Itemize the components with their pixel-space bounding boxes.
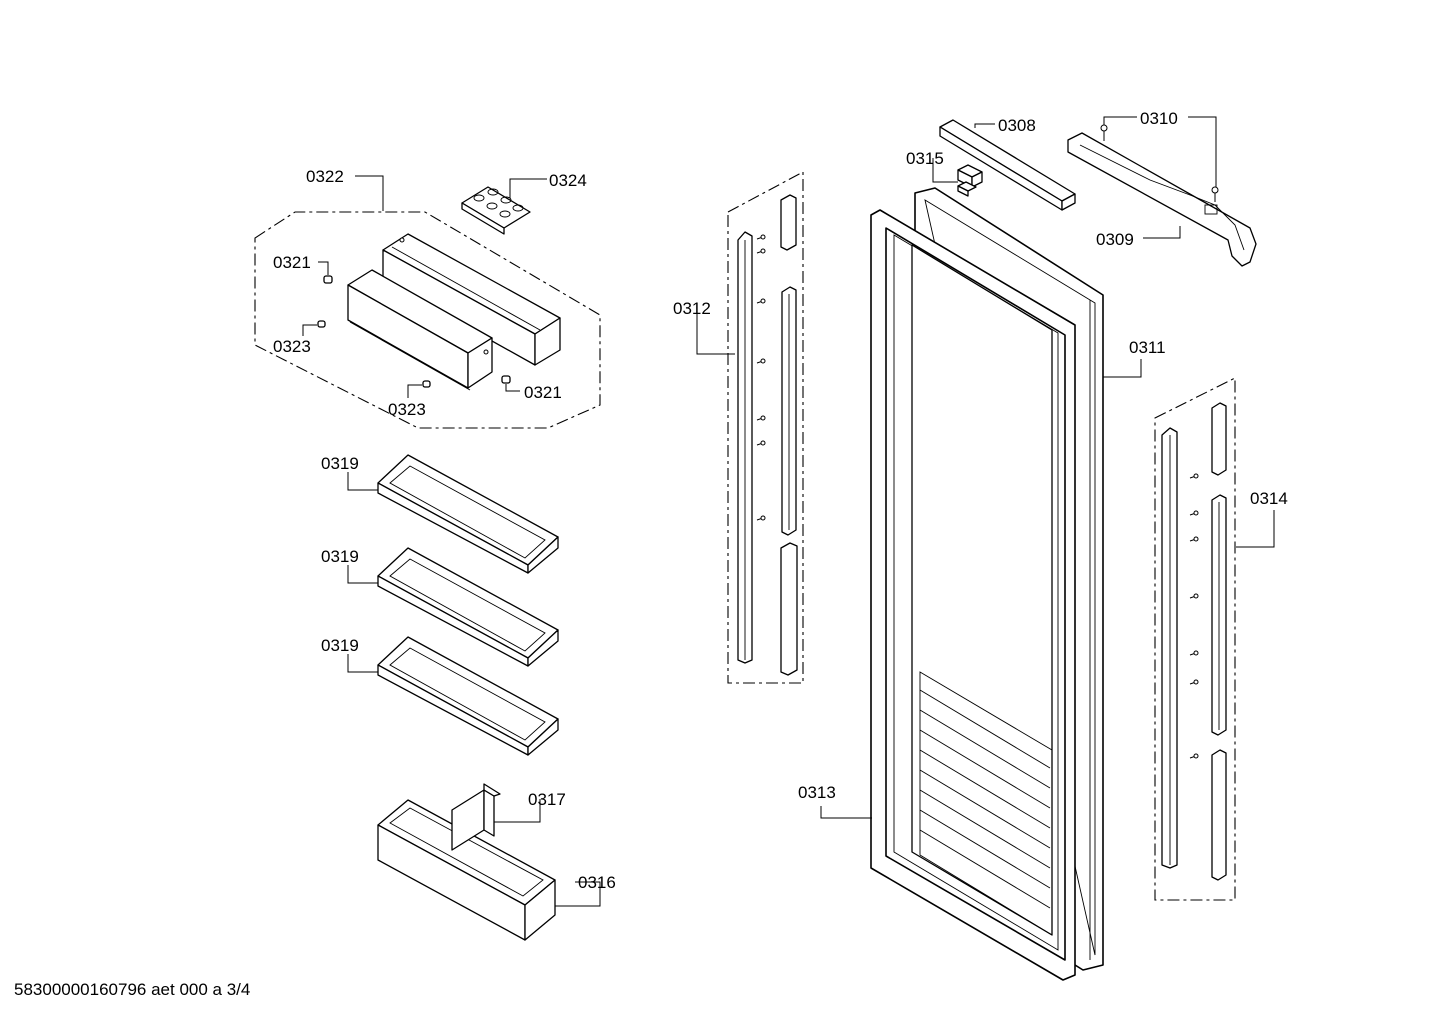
label-0313: 0313 (798, 783, 836, 802)
label-0316: 0316 (578, 873, 616, 892)
group-0312-boundary (727, 171, 804, 684)
part-0319-shelf-3 (377, 636, 559, 756)
part-0315-clip (957, 164, 983, 197)
group-0314-boundary (1154, 377, 1236, 901)
label-0324: 0324 (549, 171, 587, 190)
label-0311: 0311 (1129, 338, 1166, 357)
part-0313-door-gasket (870, 209, 1076, 981)
label-0308: 0308 (998, 116, 1036, 135)
label-0323-lower: 0323 (388, 400, 426, 419)
label-0321-upper: 0321 (273, 253, 311, 272)
label-0314: 0314 (1250, 489, 1288, 508)
part-0321-knob-lower (501, 375, 511, 384)
label-0315: 0315 (906, 149, 944, 168)
label-0310: 0310 (1140, 109, 1178, 128)
drawing-number: 58300000160796 aet 000 a 3/4 (14, 980, 251, 999)
leader-lines (302, 116, 1275, 907)
part-0323-pin-lower (422, 380, 431, 388)
group-0314 (1154, 377, 1236, 901)
part-0321-knob (323, 275, 333, 284)
label-0309: 0309 (1096, 230, 1134, 249)
part-0322-front-bin (347, 269, 493, 391)
part-0324-egg-tray (461, 186, 531, 235)
group-0322 (254, 211, 601, 429)
part-0317-bottle-divider (451, 783, 501, 851)
label-0317: 0317 (528, 790, 566, 809)
part-0308-top-cover (939, 119, 1076, 211)
screws-0312 (756, 234, 766, 521)
label-0321-lower: 0321 (524, 383, 562, 402)
screws-0314 (1189, 473, 1199, 759)
part-0322-rear-bin (382, 233, 561, 366)
group-0322-boundary (254, 211, 601, 429)
part-0319-shelf-1 (377, 454, 559, 574)
label-0319-1: 0319 (321, 454, 359, 473)
label-0323-upper: 0323 (273, 337, 311, 356)
label-0322: 0322 (306, 167, 344, 186)
part-0316-bottle-shelf (377, 799, 556, 941)
label-0312: 0312 (673, 299, 711, 318)
label-0319-2: 0319 (321, 547, 359, 566)
part-0323-pin (317, 320, 326, 328)
group-0312 (727, 171, 804, 684)
louver-lines (919, 689, 1051, 909)
part-0309-top-bracket (1067, 132, 1257, 267)
part-labels: 0308 0310 0315 0309 0322 0324 0321 0323 … (273, 109, 1288, 892)
label-0319-3: 0319 (321, 636, 359, 655)
